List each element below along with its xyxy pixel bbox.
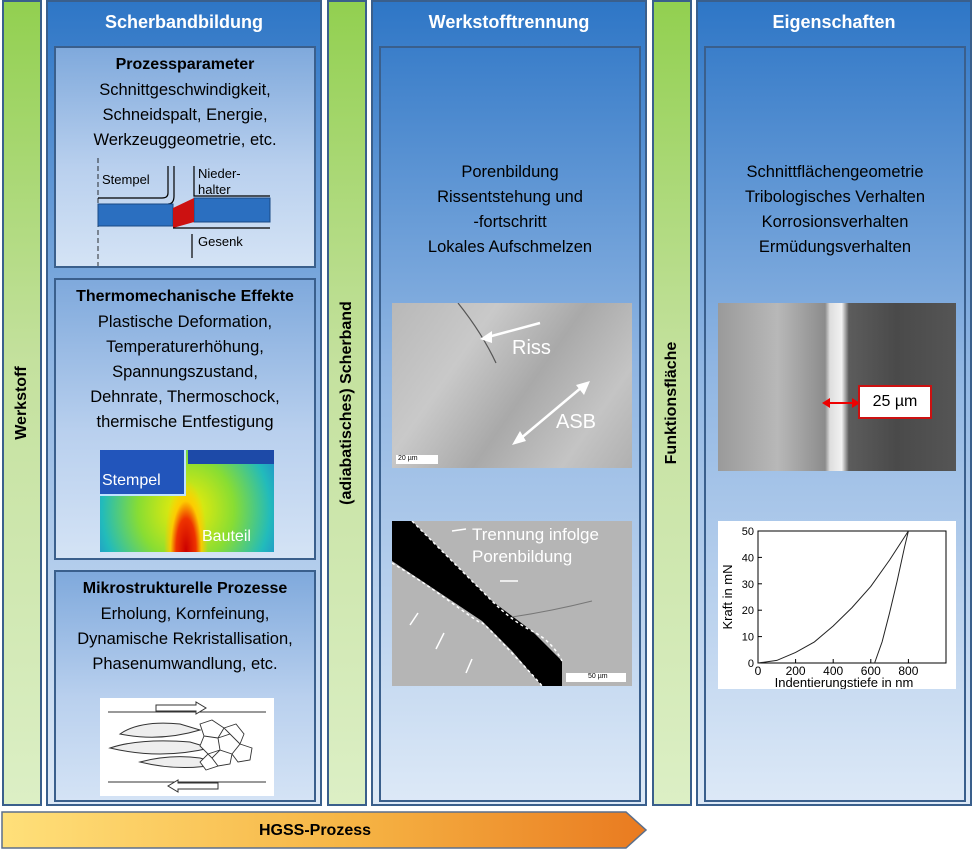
scherbandbildung-title: Scherbandbildung: [48, 12, 320, 33]
prozessparameter-panel: Prozessparameter Schnittgeschwindigkeit,…: [54, 46, 316, 268]
y-tick-label: 40: [742, 552, 754, 564]
prozessparameter-title: Prozessparameter: [56, 56, 314, 74]
series-line-1: [875, 531, 909, 663]
fem-stempel-label: Stempel: [102, 472, 161, 490]
werkstofftrennung-panel: Porenbildung Rissentstehung und -fortsch…: [379, 46, 641, 802]
porenbildung-micrograph: Trennung infolge Porenbildung 50 µm: [392, 521, 632, 686]
y-tick-label: 10: [742, 632, 754, 644]
chart-frame: [758, 531, 946, 663]
y-tick-label: 20: [742, 605, 754, 617]
thermomechanische-text: Plastische Deformation, Temperaturerhöhu…: [56, 310, 314, 435]
werkstofftrennung-column: Werkstofftrennung Porenbildung Rissentst…: [371, 0, 647, 806]
x-axis-label: Indentierungstiefe in nm: [775, 675, 914, 689]
scherband-band: (adiabatisches) Scherband: [327, 0, 367, 806]
asb-label: ASB: [556, 411, 596, 434]
werkstofftrennung-title: Werkstofftrennung: [373, 12, 645, 33]
niederhalter-label-2: halter: [198, 182, 231, 197]
riss-asb-micrograph: Riss ASB 20 µm: [392, 303, 632, 468]
prozessparameter-text: Schnittgeschwindigkeit, Schneidspalt, En…: [56, 78, 314, 153]
measure-box: 25 µm: [858, 385, 932, 419]
mikrostruktur-panel: Mikrostrukturelle Prozesse Erholung, Kor…: [54, 570, 316, 802]
eigenschaften-text: Schnittflächengeometrie Tribologisches V…: [706, 160, 964, 260]
trennung-label-1: Trennung infolge: [472, 525, 599, 545]
riss-label: Riss: [512, 337, 551, 360]
fem-bauteil-label: Bauteil: [202, 528, 251, 546]
scherband-label: (adiabatisches) Scherband: [338, 301, 356, 505]
scale-bar-20um: 20 µm: [398, 455, 418, 462]
eigenschaften-panel: Schnittflächengeometrie Tribologisches V…: [704, 46, 966, 802]
scherbandbildung-column: Scherbandbildung Prozessparameter Schnit…: [46, 0, 322, 806]
stempel-label: Stempel: [102, 172, 150, 187]
hgss-prozess-label: HGSS-Prozess: [0, 822, 630, 840]
thermomechanische-panel: Thermomechanische Effekte Plastische Def…: [54, 278, 316, 560]
y-axis-label: Kraft in mN: [720, 564, 735, 629]
werkstoff-label: Werkstoff: [13, 366, 31, 440]
gesenk-label: Gesenk: [198, 234, 243, 249]
scale-bar-50um: 50 µm: [588, 673, 608, 680]
funktionsflaeche-label: Funktionsfläche: [663, 342, 681, 465]
y-tick-label: 0: [748, 658, 754, 670]
x-tick-label: 0: [755, 664, 762, 678]
eigenschaften-title: Eigenschaften: [698, 12, 970, 33]
funktionsflaeche-band: Funktionsfläche: [652, 0, 692, 806]
series-line-0: [758, 531, 908, 663]
werkstoff-band: Werkstoff: [2, 0, 42, 806]
coating-micrograph: 25 µm: [718, 303, 956, 471]
mikrostruktur-title: Mikrostrukturelle Prozesse: [56, 580, 314, 598]
y-tick-label: 50: [742, 526, 754, 538]
fem-temperature-image: Stempel Bauteil: [100, 450, 274, 552]
eigenschaften-column: Eigenschaften Schnittflächengeometrie Tr…: [696, 0, 972, 806]
y-tick-label: 30: [742, 579, 754, 591]
thermomechanische-title: Thermomechanische Effekte: [56, 288, 314, 306]
cutting-tool-schematic: [56, 158, 314, 268]
niederhalter-label-1: Nieder-: [198, 166, 241, 181]
trennung-label-2: Porenbildung: [472, 547, 572, 567]
mikrostruktur-text: Erholung, Kornfeinung, Dynamische Rekris…: [56, 602, 314, 677]
grain-microstructure-sketch: [100, 698, 274, 796]
werkstofftrennung-text: Porenbildung Rissentstehung und -fortsch…: [381, 160, 639, 260]
